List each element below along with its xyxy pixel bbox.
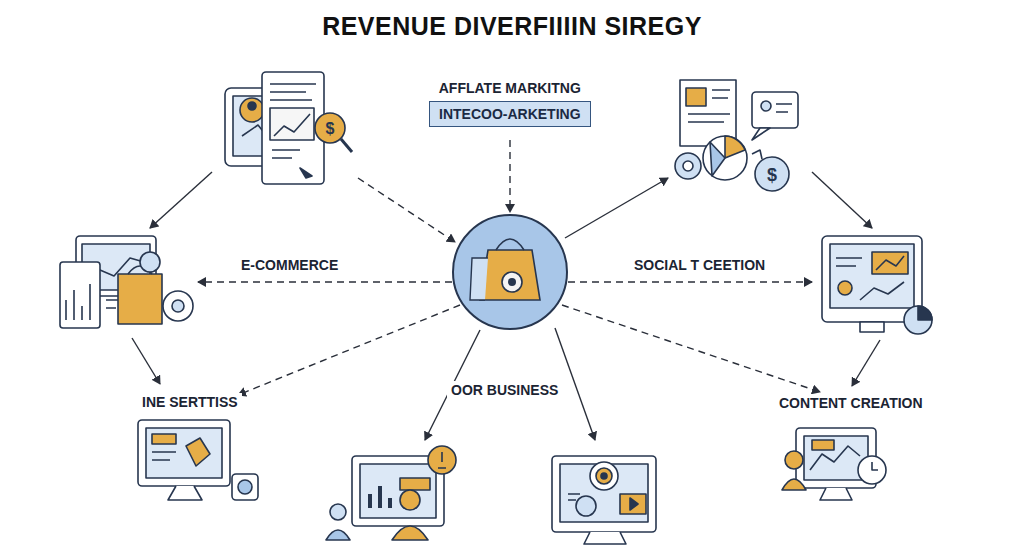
svg-text:$: $ <box>767 165 777 185</box>
line-label: SOCIAL T CEETION <box>630 256 769 274</box>
svg-text:$: $ <box>326 120 335 137</box>
box-text: INTECOO-ARKETING <box>429 101 591 127</box>
line-label: OOR BUSINESS <box>447 381 562 399</box>
line-label: E-COMMERCE <box>237 256 342 274</box>
diagram-title: REVENUE DIVERFIIIIN SIREGY <box>0 12 1024 41</box>
box-heading: AFFLATE MARKITNG <box>436 80 584 96</box>
labeled-box: AFFLATE MARKITNG INTECOO-ARKETING <box>429 80 591 127</box>
line-label: INE SERTTISS <box>138 393 242 411</box>
line-label: CONTENT CREATION <box>775 394 927 412</box>
